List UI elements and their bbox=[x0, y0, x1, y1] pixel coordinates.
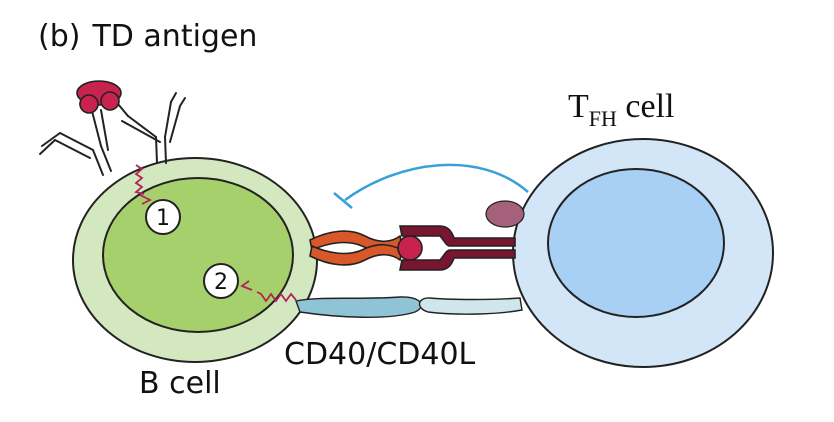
costim-label: CD40/CD40L bbox=[284, 337, 476, 372]
signal-2-marker: 2 bbox=[203, 263, 239, 299]
cd40l bbox=[418, 297, 523, 315]
bcr-left bbox=[39, 103, 112, 176]
td-antigen bbox=[76, 80, 122, 114]
b-cell-label: B cell bbox=[139, 366, 221, 401]
t-cell-nucleus bbox=[547, 168, 725, 318]
signal-1-arrowhead bbox=[139, 194, 153, 205]
t-cell-surface-molecule bbox=[485, 200, 525, 228]
antigen-peptide bbox=[397, 235, 423, 261]
cd40 bbox=[295, 296, 422, 318]
t-cell-label-main: T bbox=[568, 88, 589, 125]
feedback-arrow-bar bbox=[333, 192, 353, 209]
signal-1-marker: 1 bbox=[145, 199, 181, 235]
t-cell bbox=[512, 138, 774, 368]
signal-2-arrowhead bbox=[240, 280, 253, 291]
t-cell-label-subscript: FH bbox=[589, 106, 617, 131]
bcr-right bbox=[117, 92, 186, 164]
feedback-arrow bbox=[344, 163, 529, 202]
t-cell-label: TFH cell bbox=[568, 88, 674, 131]
panel-heading: TD antigen bbox=[91, 19, 257, 54]
t-cell-label-suffix: cell bbox=[617, 88, 675, 125]
signal-1-number: 1 bbox=[156, 206, 170, 231]
signal-2-number: 2 bbox=[214, 270, 228, 295]
b-cell-nucleus bbox=[102, 177, 294, 333]
signal-2-squiggle bbox=[256, 291, 297, 303]
t-cell-receptor bbox=[399, 225, 516, 271]
b-cell bbox=[72, 157, 318, 363]
panel-title: (b) TD antigen bbox=[38, 19, 257, 54]
cd40-cd40l bbox=[295, 296, 523, 318]
mhc-class-ii bbox=[309, 230, 403, 266]
signal-1-squiggle bbox=[134, 164, 145, 195]
panel-label: (b) bbox=[38, 19, 80, 54]
